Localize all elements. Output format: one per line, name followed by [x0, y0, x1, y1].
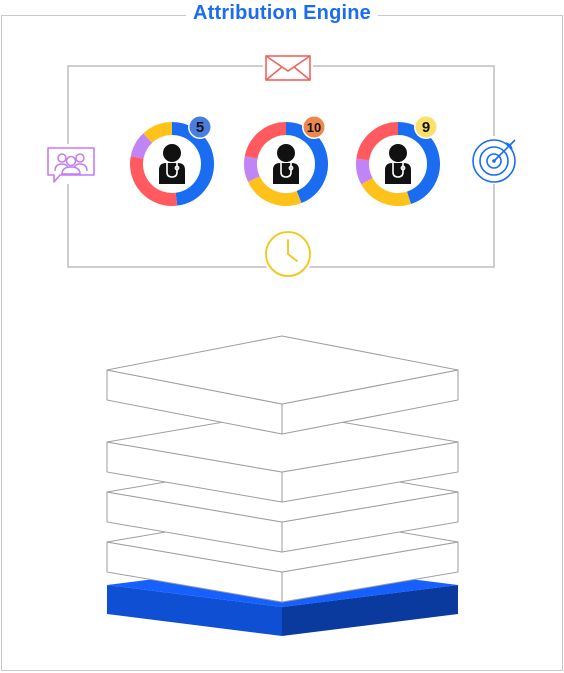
count-badge: 10: [302, 115, 326, 139]
doctor-node-2: 10: [244, 115, 328, 206]
layer-stack: [106, 335, 459, 636]
donut-segment: [244, 156, 260, 182]
donut-segment: [171, 122, 214, 206]
doctor-node-1: 5: [130, 115, 214, 206]
donut-segment: [356, 158, 373, 185]
donut-segment: [244, 122, 287, 159]
donut-segment: [361, 177, 411, 206]
donut-segment: [130, 156, 178, 206]
donut-ring: [356, 122, 440, 206]
donut-ring: [130, 122, 214, 206]
donut-segment: [397, 122, 440, 204]
clock-icon: [263, 229, 313, 279]
stack-layer-3: [106, 411, 459, 503]
donut-segment: [130, 133, 153, 159]
donut-segment: [356, 122, 399, 161]
donut-segment: [247, 175, 302, 206]
donut-segment: [285, 122, 328, 204]
badge-count: 10: [307, 120, 321, 135]
diagram-title: Attribution Engine: [0, 2, 564, 25]
stack-layer-4: [106, 335, 459, 435]
donut-ring: [244, 122, 328, 206]
doctor-icon: [273, 144, 299, 184]
donut-segment: [143, 122, 173, 144]
envelope-icon: [263, 54, 313, 82]
badge-count: 5: [196, 119, 204, 136]
doctor-icon: [385, 144, 411, 184]
count-badge: 5: [188, 115, 212, 139]
badge-count: 9: [422, 119, 430, 136]
title-text: Attribution Engine: [185, 2, 378, 24]
target-icon: [470, 136, 518, 184]
doctor-icon: [159, 144, 185, 184]
count-badge: 9: [414, 115, 438, 139]
people-chat-icon: [44, 144, 98, 184]
doctor-node-3: 9: [356, 115, 440, 206]
